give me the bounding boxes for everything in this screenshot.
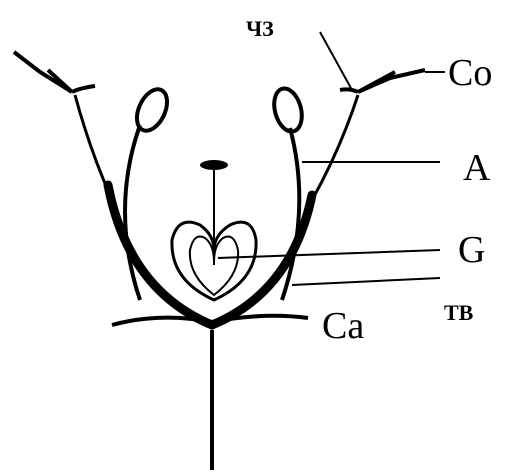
leader-g: [218, 250, 440, 258]
label-co: Co: [448, 52, 492, 94]
petal-left-tip: [14, 52, 95, 92]
label-ca: Ca: [322, 305, 364, 347]
leader-tv: [292, 278, 440, 285]
anther-right: [270, 85, 307, 134]
petal-right-tip: [340, 70, 425, 92]
stamen-filament-right: [282, 128, 299, 300]
petal-right: [312, 95, 358, 200]
label-g: G: [458, 229, 485, 271]
leader-chz: [320, 32, 352, 90]
petal-left: [75, 95, 110, 195]
label-chz: ЧЗ: [246, 16, 274, 41]
label-tv: ТВ: [444, 300, 474, 325]
stamen-filament-left: [125, 125, 140, 300]
label-a: A: [463, 147, 491, 189]
